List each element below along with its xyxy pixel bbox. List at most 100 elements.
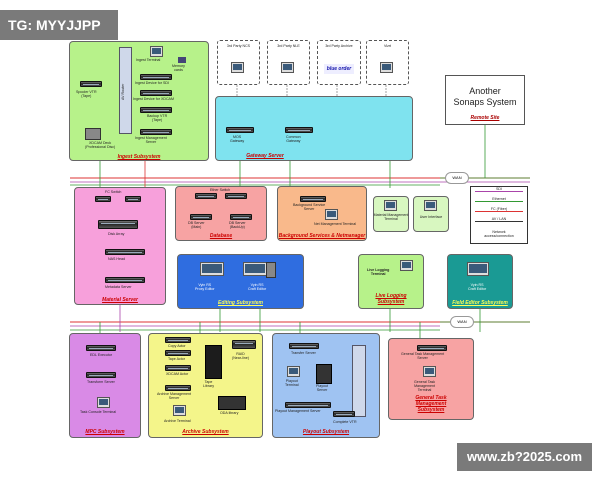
xdcam-deck <box>85 128 101 140</box>
ether-switch-1 <box>195 193 217 199</box>
transform-server-label: Transform Server <box>87 380 115 384</box>
field-editor-title: Field Editor Subsystem <box>452 300 508 306</box>
fc-switch-2 <box>125 196 141 202</box>
editing-subsystem <box>177 254 304 309</box>
mpc-subsystem <box>69 333 141 438</box>
wan-cloud-bottom: WAN <box>450 316 474 328</box>
tape-actor-label: Tape Actor <box>168 357 185 361</box>
user-interface-box <box>413 196 449 232</box>
background-services <box>277 186 367 241</box>
raid-near-line <box>232 340 256 349</box>
tape-library <box>205 345 222 379</box>
vizrt-computer-icon <box>380 62 393 73</box>
live-logging-terminal-icon <box>400 260 413 271</box>
playout-management-server <box>285 402 331 408</box>
live-logging-subsystem <box>358 254 424 309</box>
material-management-terminal-label: Material Management Terminal <box>373 213 409 221</box>
backup-vtr <box>140 107 172 113</box>
av-router-playout <box>352 345 366 417</box>
playout-server <box>316 364 332 384</box>
av-router-ingest <box>119 47 132 134</box>
third-party-archive-label: 3rd Party Archive <box>325 44 353 48</box>
disk-array <box>98 220 138 229</box>
ingest-device-xdcam-label: Ingest Device for XDCAM <box>133 97 174 101</box>
legend <box>470 186 528 244</box>
legend-avlan-line <box>475 221 523 222</box>
raid-label: RAID (Near-line) <box>232 352 249 360</box>
complete-vtr-label: Complete VTR <box>333 420 357 424</box>
ncs-computer-icon <box>231 62 244 73</box>
live-logging-terminal-label: Live Logging Terminal <box>367 268 390 276</box>
wan-cloud-top: WAN <box>445 172 469 184</box>
oda-library <box>218 396 246 410</box>
xdcam-deck-label: XDCAM Deck (Professional Disc) <box>85 141 116 149</box>
oda-library-label: ODA library <box>220 411 239 415</box>
editing-title: Editing Subsystem <box>217 300 263 306</box>
copy-actor <box>165 337 191 343</box>
playout-title: Playout Subsystem <box>302 429 350 435</box>
general-task-subsystem <box>388 338 474 420</box>
legend-fc-line <box>475 211 523 212</box>
general-task-server <box>417 345 447 351</box>
proxy-editor-label: Vyin RS Proxy Editor <box>195 283 215 291</box>
another-sonaps-system <box>445 75 525 125</box>
craft-editor-label: Vyin RS Craft Editor <box>248 283 267 291</box>
general-task-title: General Task Management Subsystem <box>415 395 447 413</box>
ingest-terminal-icon <box>150 46 163 57</box>
ingest-subsystem-title: Ingest Subsystem <box>117 154 161 160</box>
general-task-terminal-icon <box>423 366 436 377</box>
material-title: Material Server <box>102 297 138 303</box>
archive-terminal-icon <box>173 405 186 416</box>
mpc-title: MPC Subsystem <box>85 429 125 435</box>
common-gateway-label: Common Gateway <box>286 135 301 143</box>
legend-avlan: AV / LAN <box>491 217 507 221</box>
bgs-label: Background Service Server <box>293 203 326 211</box>
watermark-bottom-right: www.zb?2025.com <box>457 443 592 471</box>
mos-gateway-label: MOS Gateway <box>230 135 245 143</box>
legend-ethernet-line <box>475 201 523 202</box>
ether-switch-label: Ether Switch <box>210 188 231 192</box>
common-gateway <box>285 127 313 133</box>
transfer-server <box>289 343 319 349</box>
db-server-backup <box>230 214 252 220</box>
playout-management-label: Playout Management Server <box>275 409 321 413</box>
field-editor-label: Vyin RS Craft Editor <box>468 283 487 291</box>
net-management-label: Net Management Terminal <box>314 222 357 226</box>
metadata-server <box>105 277 145 283</box>
disk-array-label: Disk Array <box>108 232 125 236</box>
complete-vtr <box>333 411 355 417</box>
ingest-terminal-label: Ingest Terminal <box>136 58 161 62</box>
xdcam-actor <box>165 365 191 371</box>
craft-editor-tower <box>266 262 276 278</box>
gateway-title: Gateway Server <box>246 153 284 159</box>
user-interface-icon <box>424 200 437 211</box>
transform-server <box>86 372 116 378</box>
db-backup-label: DB Server (BackUp) <box>229 221 246 229</box>
task-console-label: Task Console Terminal <box>80 410 117 414</box>
another-title-1: Another <box>469 86 501 96</box>
ingest-device-xdcam <box>140 90 172 96</box>
archive-title: Archive Subsystem <box>182 429 229 435</box>
metadata-server-label: Metadata Server <box>105 285 132 289</box>
general-task-server-label: General Task Management Server <box>401 352 445 360</box>
legend-network: Network access/connection <box>484 230 514 238</box>
task-console-terminal-icon <box>97 397 110 408</box>
material-management-terminal-box <box>373 196 409 232</box>
general-task-terminal-label: General Task Management Terminal <box>414 380 436 392</box>
another-title-2: Sonaps System <box>453 97 517 107</box>
legend-sdi-line <box>475 191 523 192</box>
xdcam-actor-label: XDCAM Actor <box>166 372 189 376</box>
edl-executor <box>86 345 116 351</box>
edl-executor-label: EDL Executor <box>90 353 113 357</box>
legend-ethernet: Ethernet <box>492 197 506 201</box>
craft-editor-icon <box>243 262 267 276</box>
background-title: Background Services & Netmanager <box>278 233 366 239</box>
backup-vtr-label: Backup VTR (Tape) <box>147 114 168 122</box>
av-router-ingest-label: AV Router <box>121 83 125 100</box>
ingest-management-label: Ingest Management Server <box>135 136 167 144</box>
legend-fc: FC (Fiber) <box>490 207 508 211</box>
watermark-top-left: TG: MYYJJPP <box>0 10 118 40</box>
tape-actor <box>165 350 191 356</box>
playout-terminal-icon <box>287 366 300 377</box>
archive-logo: blue order <box>324 64 354 74</box>
